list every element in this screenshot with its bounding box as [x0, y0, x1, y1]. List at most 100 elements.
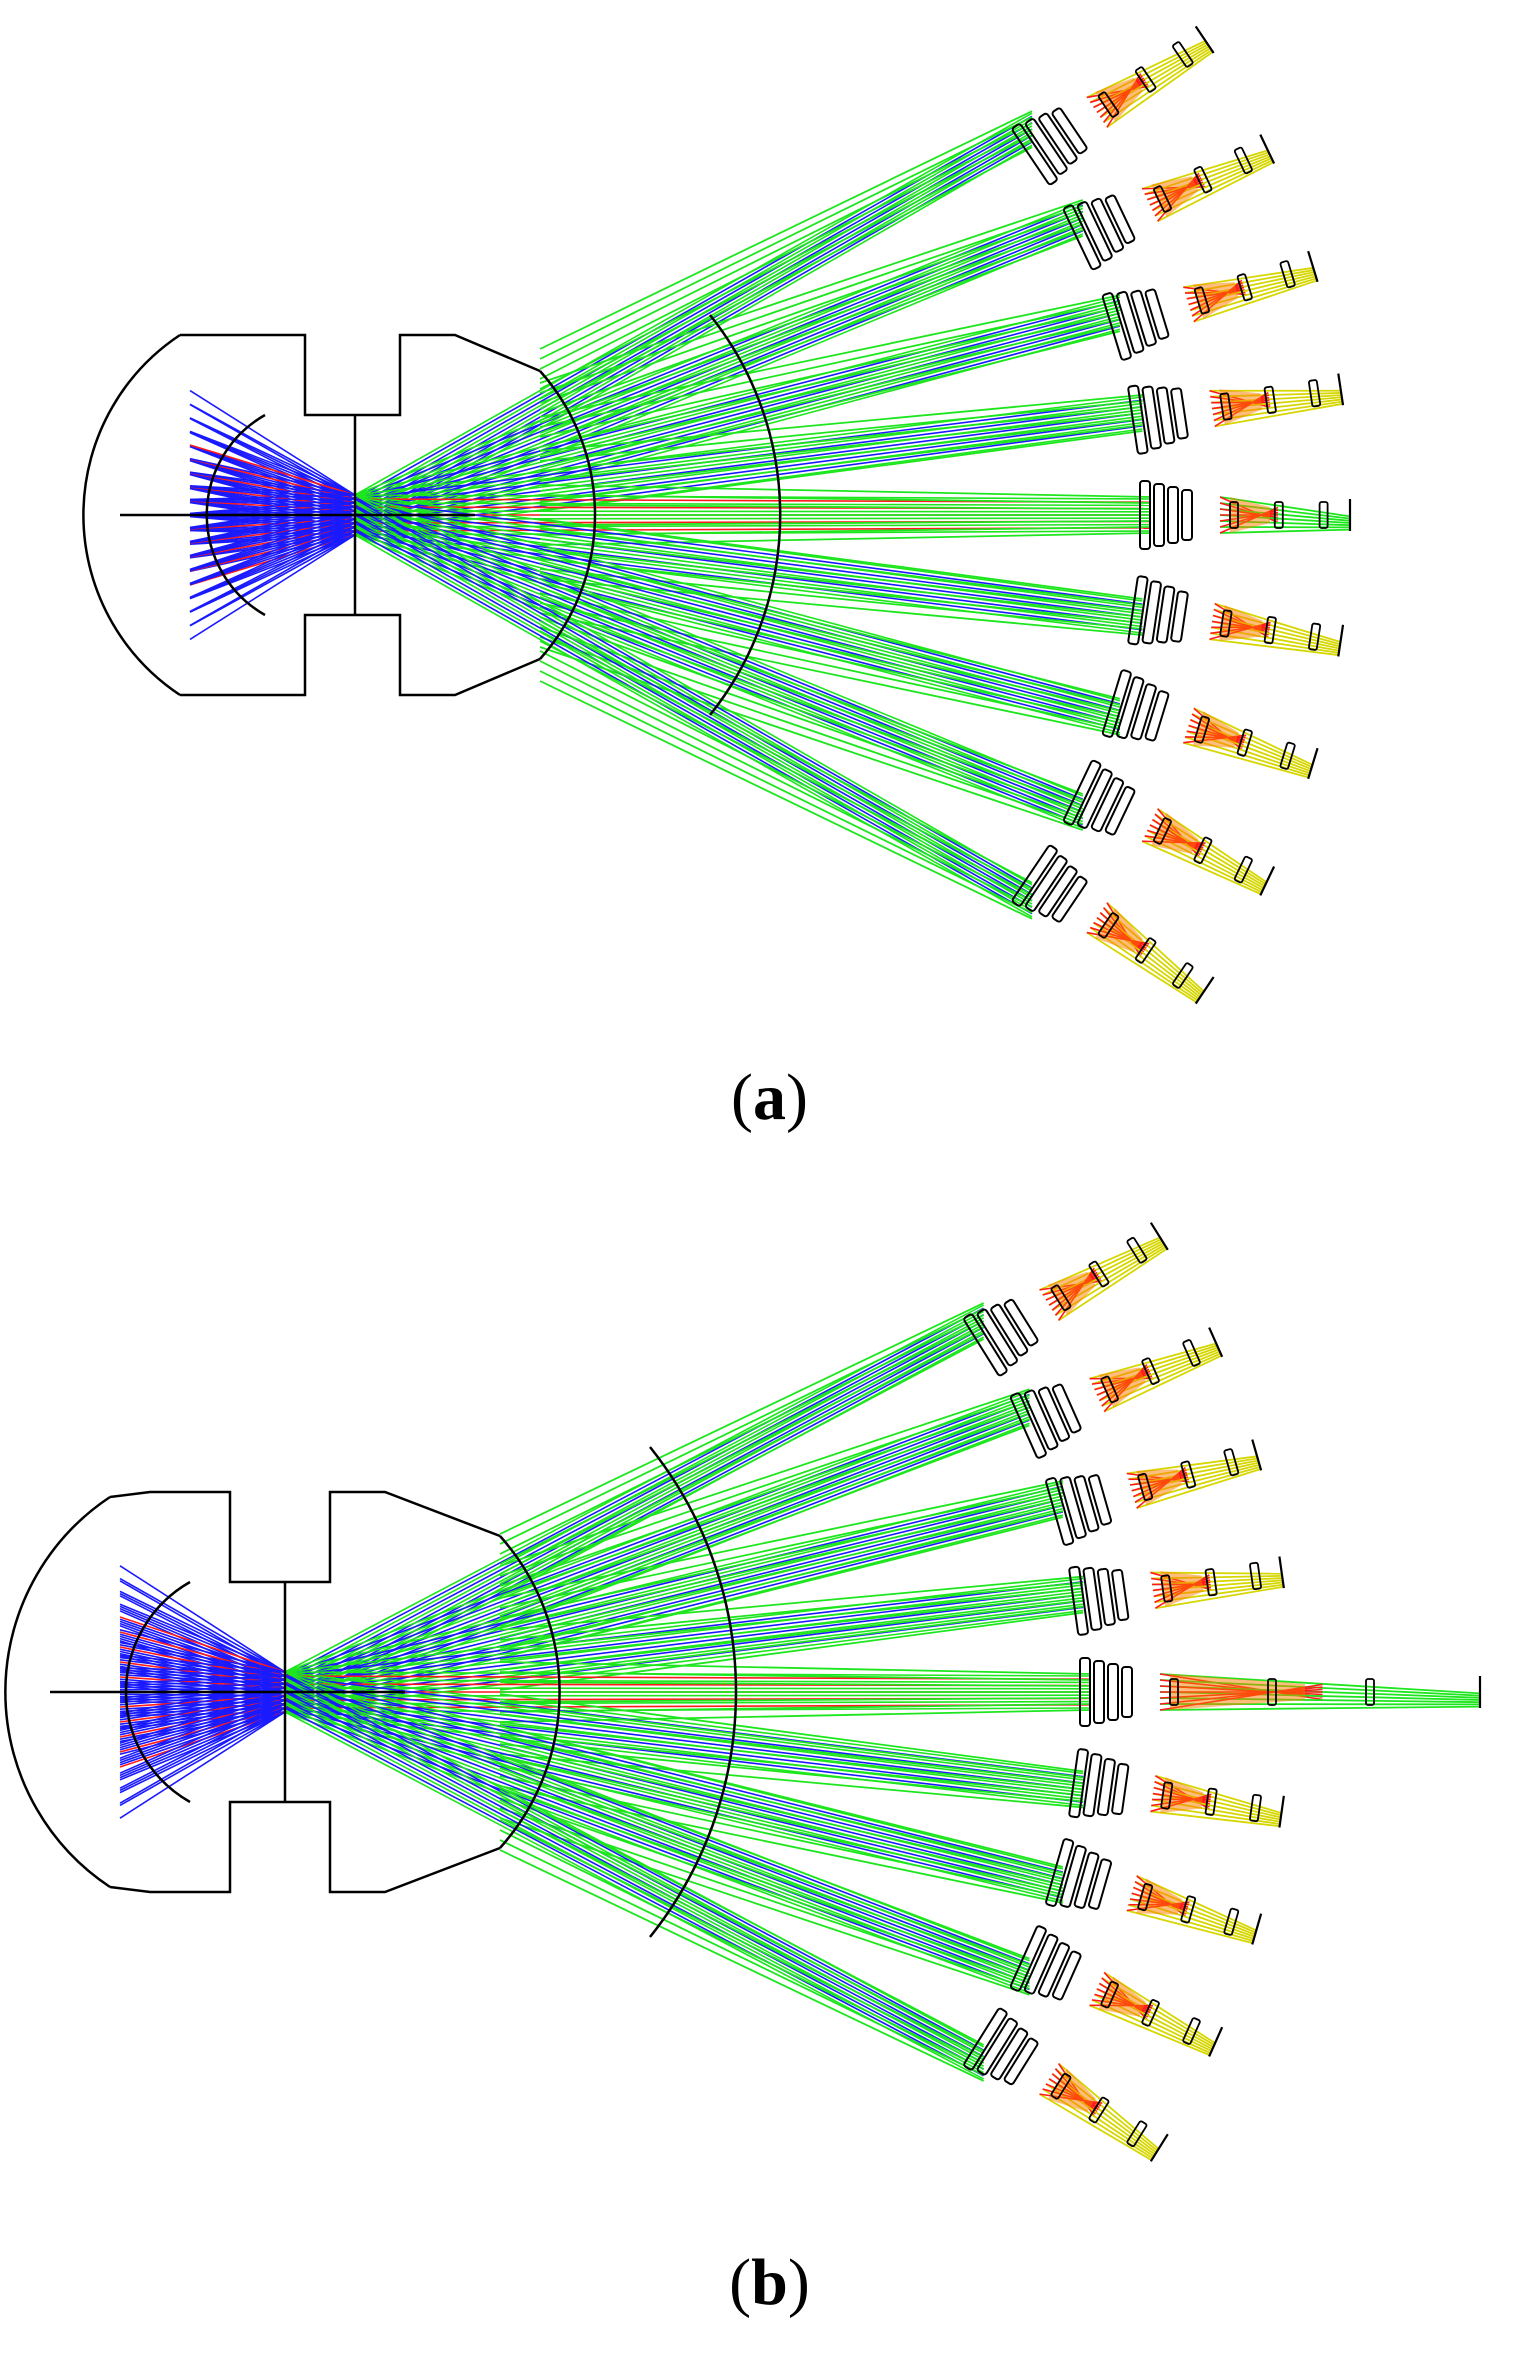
- image-plane: [1208, 1327, 1224, 1358]
- ray: [499, 1733, 1084, 1797]
- relay-ray: [1155, 1585, 1284, 1610]
- ray: [499, 1743, 1084, 1803]
- field-surface: [649, 1446, 738, 1938]
- ray: [539, 122, 1033, 370]
- housing-top: [109, 1490, 501, 1584]
- ray: [539, 548, 1143, 618]
- ray: [284, 1694, 1091, 1697]
- relay-ray: [1150, 1810, 1280, 1828]
- relay-ray: [1058, 1247, 1168, 1322]
- relay-lens-element: [1088, 2096, 1110, 2124]
- channel-lens-element: [1023, 1389, 1059, 1451]
- relay-lens-element: [1126, 1236, 1148, 1264]
- ray: [539, 294, 1121, 418]
- ray: [284, 1683, 1064, 1880]
- dome-front-surface: [82, 333, 181, 697]
- ray: [284, 1687, 1091, 1690]
- channel-lens-element: [1045, 1477, 1075, 1546]
- channel-8: [1009, 1925, 1224, 2057]
- channel-4: [1068, 1556, 1285, 1636]
- ray: [354, 318, 1121, 524]
- ray: [189, 530, 356, 599]
- ray: [539, 128, 1033, 380]
- ray: [354, 517, 1151, 520]
- channel-2: [1009, 1327, 1224, 1459]
- ray: [284, 1511, 1064, 1709]
- ray: [354, 306, 1121, 508]
- channel-lens-element: [1076, 201, 1113, 262]
- ray: [354, 522, 1121, 724]
- ray: [119, 1683, 286, 1689]
- ray: [189, 518, 356, 557]
- relay-lens-element: [1160, 1781, 1174, 1810]
- housing-bottom: [109, 1800, 501, 1894]
- ray: [499, 1587, 1084, 1651]
- ray: [539, 394, 1143, 452]
- channel-lens-element: [1155, 386, 1176, 445]
- ray: [499, 1693, 1084, 1773]
- ray: [284, 1700, 1091, 1705]
- ray: [539, 586, 1084, 795]
- channel-lens-element: [1130, 683, 1157, 741]
- field-surface: [709, 314, 782, 716]
- channel-lens-element: [1073, 1851, 1100, 1909]
- ray: [539, 680, 1033, 920]
- ray: [189, 389, 356, 496]
- relay-ray: [1086, 931, 1198, 1004]
- panel-b: [0, 1180, 1539, 2379]
- ray: [189, 499, 356, 508]
- ray: [284, 1580, 1084, 1677]
- relay-ray: [1136, 1468, 1261, 1509]
- ray: [539, 324, 1121, 468]
- channel-lens-element: [1116, 290, 1145, 354]
- ray: [119, 1679, 286, 1687]
- ray: [539, 494, 1151, 504]
- ray: [189, 514, 356, 543]
- relay-lens-element: [1273, 501, 1284, 529]
- ray: [119, 1707, 286, 1804]
- channel-2: [1063, 134, 1276, 271]
- relay-lens-element: [1088, 1260, 1110, 1288]
- relay-lens-element: [1153, 185, 1172, 213]
- relay-ray: [1103, 1354, 1222, 1413]
- ray: [354, 526, 1121, 728]
- ray: [499, 1829, 985, 2070]
- ray: [354, 230, 1084, 532]
- ray: [354, 494, 1084, 797]
- image-plane: [1194, 25, 1215, 54]
- relay-ray: [1157, 161, 1274, 223]
- caption-b-close: ): [787, 2246, 810, 2319]
- ray: [189, 403, 356, 496]
- ray: [284, 1400, 1030, 1685]
- channel-lens-element: [1038, 865, 1078, 918]
- ray: [539, 400, 1143, 462]
- image-plane: [1208, 2026, 1224, 2057]
- ray: [499, 1599, 1084, 1671]
- ray: [189, 526, 356, 599]
- housing-top: [180, 333, 541, 417]
- ray: [119, 1667, 286, 1673]
- relay-lens-element: [1267, 1678, 1277, 1706]
- ray: [354, 299, 1121, 500]
- channel-lens-element: [976, 1308, 1018, 1367]
- relay-lens-element: [1100, 1375, 1119, 1404]
- relay-lens-element: [1050, 2072, 1072, 2100]
- ray: [284, 1504, 1064, 1701]
- ray: [189, 530, 356, 613]
- ray: [539, 562, 1121, 706]
- ray: [189, 506, 356, 529]
- ray: [189, 530, 356, 586]
- relay-lens-element: [1236, 728, 1253, 757]
- ray: [189, 514, 356, 571]
- channel-3: [1101, 250, 1319, 361]
- ray: [119, 1707, 286, 1792]
- ray: [284, 1501, 1064, 1697]
- ray: [499, 1735, 1064, 1874]
- channel-lens-element: [1025, 118, 1068, 175]
- ray: [539, 532, 1151, 546]
- image-plane: [1259, 866, 1276, 896]
- ray: [539, 518, 1143, 600]
- ray: [539, 312, 1121, 448]
- channel-lens-element: [1023, 1933, 1059, 1995]
- channel-lens-element: [1009, 1925, 1047, 1992]
